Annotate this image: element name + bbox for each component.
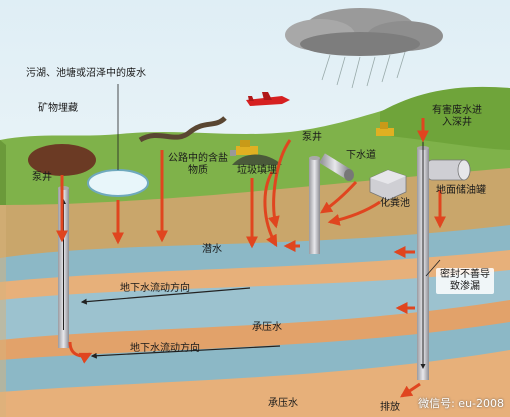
label-ground-oil-tank: 地面储油罐 <box>436 185 486 196</box>
label-sewer: 下水道 <box>346 150 376 161</box>
mineral-deposit-mound <box>28 144 96 176</box>
label-groundwater-flow-2: 地下水流动方向 <box>130 343 200 354</box>
bulldozer-icon-2 <box>376 122 394 136</box>
clay-layer-3 <box>0 350 510 417</box>
septic-tank <box>369 169 407 201</box>
label-groundwater-flow-1: 地下水流动方向 <box>120 283 190 294</box>
label-pump-well-mid: 泵井 <box>302 132 322 143</box>
contamination-arrows <box>56 118 446 398</box>
pump-well-mid <box>309 158 320 254</box>
sewer-pipe <box>319 153 354 181</box>
label-mineral-burial: 矿物埋藏 <box>38 103 78 114</box>
pond <box>87 169 149 197</box>
label-road-salt: 公路中的含盐物质 <box>168 153 228 176</box>
landfill-pile <box>232 154 282 165</box>
label-landfill: 垃圾填埋 <box>237 165 277 176</box>
groundwater-flow-arrow-2 <box>90 345 281 359</box>
label-confined-water-1: 承压水 <box>252 322 282 333</box>
oil-tank <box>425 159 471 181</box>
label-confined-water-2: 承压水 <box>268 398 298 409</box>
label-septic-tank: 化粪池 <box>380 198 410 209</box>
leader-lines <box>117 84 441 277</box>
bulldozer-icon <box>230 140 258 156</box>
label-hazardous-well: 有害废水进入深井 <box>432 105 482 128</box>
label-bad-seal: 密封不善导致渗漏 <box>436 268 494 294</box>
rain-cloud <box>285 8 443 89</box>
airplane-icon <box>246 92 290 106</box>
road <box>138 116 227 143</box>
label-discharge: 排放 <box>380 402 400 413</box>
label-pump-well-left: 泵井 <box>32 172 52 183</box>
cliff-face <box>0 205 6 417</box>
hill <box>380 86 510 150</box>
label-wastewater-source: 污湖、池塘或沼泽中的废水 <box>26 68 146 79</box>
label-phreatic-water: 潜水 <box>202 244 222 255</box>
watermark: 微信号: eu-2008 <box>418 397 504 410</box>
cliff-edge <box>0 140 6 205</box>
groundwater-flow-arrow-1 <box>80 287 251 305</box>
